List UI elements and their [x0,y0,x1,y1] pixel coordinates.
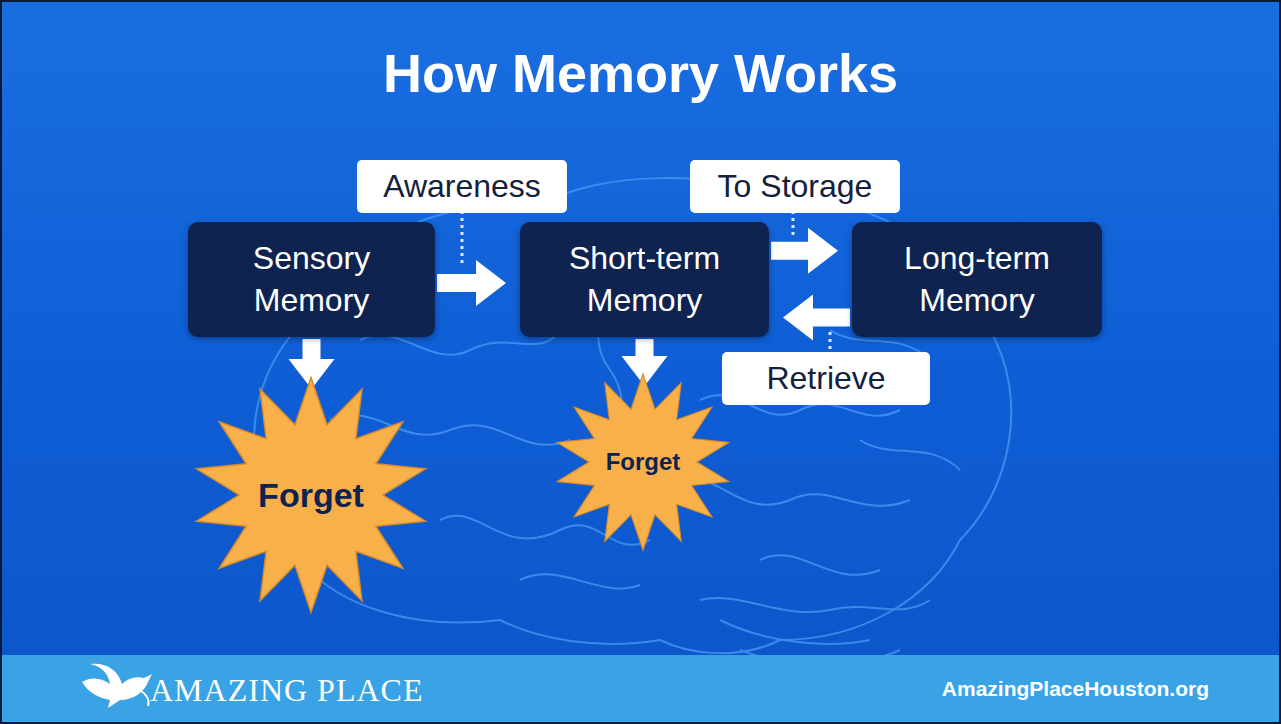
block-arrow [437,260,506,306]
dove-logo [78,660,158,712]
memory-box: Sensory Memory [188,222,435,337]
memory-box: Long-term Memory [852,222,1102,337]
memory-box: Short-term Memory [520,222,769,337]
website-url: AmazingPlaceHouston.org [942,677,1209,701]
forget-starburst: Forget [191,375,431,615]
node-text: To Storage [718,168,873,205]
label-tag: Awareness [357,160,567,213]
logo-text: AMAZING PLACE [150,672,423,709]
forget-starburst: Forget [553,372,733,552]
title: How Memory Works [0,42,1281,104]
node-text: Retrieve [766,360,885,397]
node-text: Forget [606,448,681,476]
label-tag: To Storage [690,160,900,213]
label-tag: Retrieve [722,352,930,405]
node-text: Short-term Memory [534,238,755,321]
node-text: Long-term Memory [866,238,1088,321]
node-text: Forget [258,476,364,515]
node-text: Awareness [383,168,541,205]
block-arrow [783,294,850,340]
block-arrow [771,228,838,274]
node-text: Sensory Memory [202,238,421,321]
